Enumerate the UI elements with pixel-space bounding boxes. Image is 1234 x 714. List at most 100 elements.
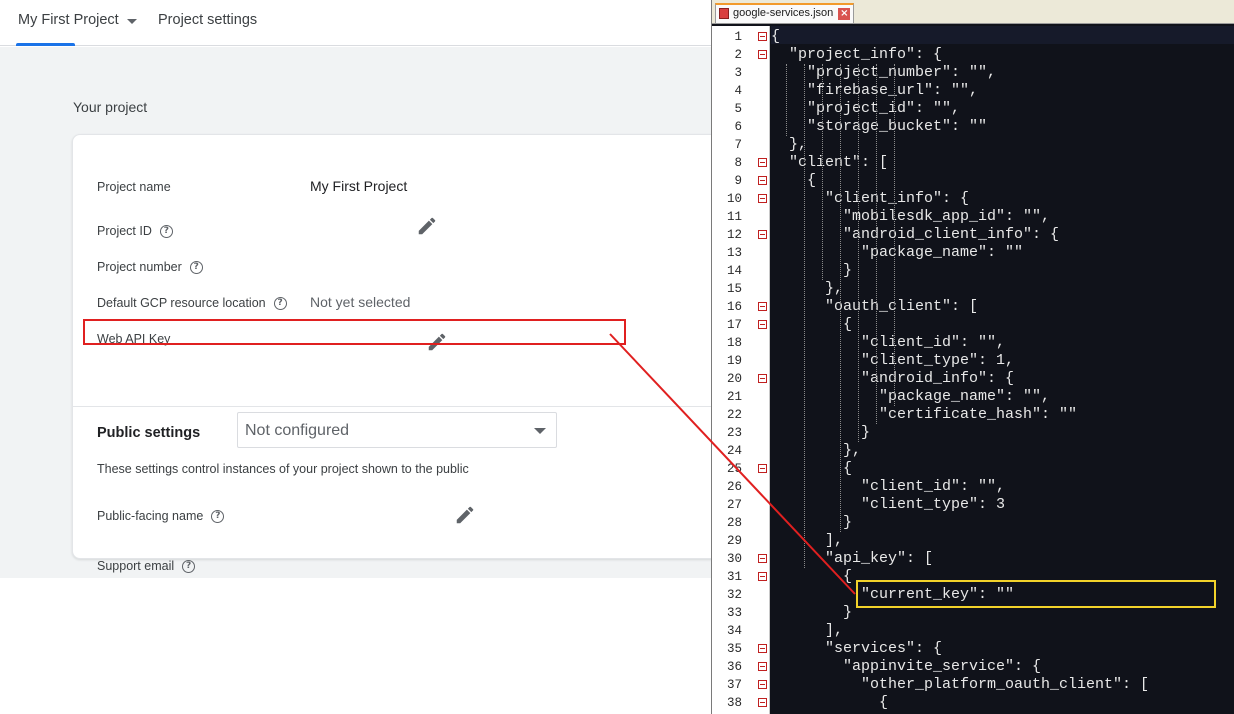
line-number: 21 <box>726 390 742 404</box>
code-line: ], <box>771 622 844 639</box>
dropdown-caret-icon <box>534 428 546 434</box>
code-line: } <box>771 424 871 441</box>
code-line: "client_id": "", <box>771 334 1006 351</box>
file-tab[interactable]: google-services.json × <box>715 3 855 23</box>
support-email-selected-value: Not configured <box>245 422 350 439</box>
public-settings-title: Public settings <box>97 425 201 441</box>
code-area[interactable]: { "project_info": { "project_number": ""… <box>771 26 1234 714</box>
support-email-select[interactable]: Not configured <box>237 412 557 448</box>
active-tab-indicator <box>16 43 75 46</box>
line-number: 4 <box>734 84 742 98</box>
code-line: "project_info": { <box>771 46 943 63</box>
code-line: }, <box>771 280 844 297</box>
fold-toggle-icon[interactable] <box>758 302 767 311</box>
project-id-row: Project ID ? <box>97 224 173 238</box>
code-line: "firebase_url": "", <box>771 82 979 99</box>
line-number: 9 <box>734 174 742 188</box>
code-line: "client_type": 1, <box>771 352 1015 369</box>
line-number: 6 <box>734 120 742 134</box>
code-line: "project_number": "", <box>771 64 997 81</box>
code-line: "package_name": "", <box>771 388 1051 405</box>
code-line: { <box>771 568 853 585</box>
line-number: 7 <box>734 138 742 152</box>
fold-toggle-icon[interactable] <box>758 554 767 563</box>
fold-toggle-icon[interactable] <box>758 320 767 329</box>
code-line: "api_key": [ <box>771 550 934 567</box>
code-line: } <box>771 262 853 279</box>
line-number: 1 <box>734 30 742 44</box>
indent-guide <box>840 64 841 532</box>
edit-project-name-pencil-icon[interactable] <box>416 215 438 237</box>
fold-toggle-icon[interactable] <box>758 194 767 203</box>
fold-toggle-icon[interactable] <box>758 464 767 473</box>
web-api-key-label: Web API Key <box>97 332 171 346</box>
code-line: "client": [ <box>771 154 889 171</box>
fold-margin <box>755 26 770 714</box>
line-number: 18 <box>726 336 742 350</box>
line-number: 14 <box>726 264 742 278</box>
close-icon[interactable]: × <box>838 8 851 20</box>
fold-toggle-icon[interactable] <box>758 176 767 185</box>
project-selector[interactable]: My First Project <box>18 12 137 28</box>
line-number: 20 <box>726 372 742 386</box>
page-title: Project settings <box>158 12 258 28</box>
code-line: { <box>771 316 853 333</box>
fold-toggle-icon[interactable] <box>758 374 767 383</box>
help-circle-icon[interactable]: ? <box>189 260 203 274</box>
code-line: "client_type": 3 <box>771 496 1006 513</box>
fold-toggle-icon[interactable] <box>758 230 767 239</box>
fold-toggle-icon[interactable] <box>758 158 767 167</box>
line-number: 34 <box>726 624 742 638</box>
line-number: 29 <box>726 534 742 548</box>
code-line: "other_platform_oauth_client": [ <box>771 676 1150 693</box>
section-title: Your project <box>73 99 148 115</box>
card-divider <box>73 406 711 407</box>
help-circle-icon[interactable]: ? <box>211 509 225 523</box>
gcp-location-row: Default GCP resource location ? <box>97 296 287 310</box>
fold-toggle-icon[interactable] <box>758 698 767 707</box>
code-line: "storage_bucket": "" <box>771 118 988 135</box>
fold-toggle-icon[interactable] <box>758 50 767 59</box>
gcp-location-label: Default GCP resource location <box>97 296 266 310</box>
public-name-label: Public-facing name <box>97 509 204 523</box>
edit-gcp-location-pencil-icon[interactable] <box>426 331 448 353</box>
fold-toggle-icon[interactable] <box>758 644 767 653</box>
code-line: } <box>771 604 853 621</box>
code-line: "android_info": { <box>771 370 1015 387</box>
fold-toggle-icon[interactable] <box>758 32 767 41</box>
console-header: My First Project Project settings <box>0 0 711 46</box>
code-line: }, <box>771 442 862 459</box>
fold-toggle-icon[interactable] <box>758 680 767 689</box>
indent-guide <box>804 64 805 568</box>
line-number: 23 <box>726 426 742 440</box>
line-number: 26 <box>726 480 742 494</box>
line-number: 25 <box>726 462 742 476</box>
help-circle-icon[interactable]: ? <box>159 224 173 238</box>
chevron-down-icon <box>126 18 137 24</box>
edit-public-name-pencil-icon[interactable] <box>454 504 476 526</box>
support-email-label: Support email <box>97 559 175 573</box>
help-circle-icon[interactable]: ? <box>273 296 287 310</box>
web-api-key-row: Web API Key <box>97 332 170 346</box>
project-card: Project name My First Project Project ID… <box>72 134 711 573</box>
line-number: 5 <box>734 102 742 116</box>
code-line: "client_id": "", <box>771 478 1006 495</box>
fold-toggle-icon[interactable] <box>758 572 767 581</box>
public-name-row: Public-facing name ? <box>97 509 225 523</box>
code-line: "project_id": "", <box>771 100 961 117</box>
project-name-label-text: Project name <box>97 180 171 194</box>
current-key-highlight-box <box>856 580 1216 608</box>
public-settings-description: These settings control instances of your… <box>97 462 469 476</box>
code-line: { <box>771 172 817 189</box>
line-number: 19 <box>726 354 742 368</box>
line-number: 38 <box>726 696 742 710</box>
fold-toggle-icon[interactable] <box>758 662 767 671</box>
code-line: "mobilesdk_app_id": "", <box>771 208 1051 225</box>
file-tab-label: google-services.json <box>733 7 834 19</box>
support-email-row: Support email ? <box>97 559 196 573</box>
help-circle-icon[interactable]: ? <box>182 559 196 573</box>
file-icon <box>719 8 729 19</box>
line-number: 32 <box>726 588 742 602</box>
project-id-label: Project ID <box>97 224 152 238</box>
